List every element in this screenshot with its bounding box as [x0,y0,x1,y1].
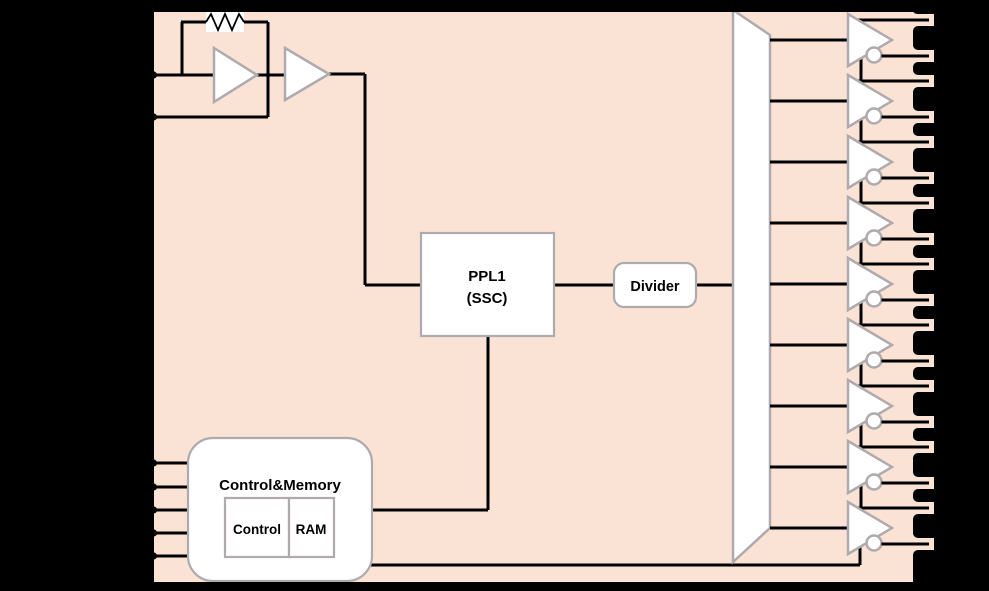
control-memory-title: Control&Memory [219,477,341,494]
output-buffer-7 [770,377,929,448]
edge-pad [913,550,939,586]
inversion-bubble-icon [865,46,883,64]
edge-pad [913,148,939,172]
control-label: Control [233,522,281,537]
pll-label-line2: (SSC) [467,290,508,307]
output-buffer-6 [770,316,929,387]
inversion-bubble-icon [865,107,883,125]
chip-border [150,8,934,586]
edge-pad [913,392,939,416]
ram-subblock [287,496,336,559]
inversion-bubble-icon [865,412,883,430]
inversion-bubble-icon [865,290,883,308]
output-buffer-4 [770,194,929,265]
output-buffer-8 [770,438,929,509]
edge-pad [913,62,939,75]
output-buffer-2 [770,72,929,143]
edge-pad [913,123,939,136]
edge-pad [913,489,939,502]
wire-layer [150,20,862,567]
inversion-bubble-icon [865,534,883,552]
edge-pad [913,270,939,294]
output-buffer-9 [770,499,929,557]
oscillator-amp-icon [212,45,260,105]
input-buffer-amp-icon [283,45,332,103]
edge-pad [913,367,939,380]
edge-pad [913,331,939,355]
output-buffer-3 [770,133,929,204]
edge-pad [913,184,939,197]
resistor-box [206,12,244,32]
control-subblock [223,496,291,559]
divider-label: Divider [630,279,680,295]
divider-block [612,261,698,309]
inversion-bubble-icon [865,168,883,186]
inversion-bubble-icon [865,351,883,369]
edge-pad [913,209,939,233]
resistor-icon [205,11,245,33]
edge-pad [913,514,939,538]
pll-label-line1: PPL1 [468,268,506,285]
inversion-bubble-icon [865,229,883,247]
output-buffer-5 [770,255,929,326]
edge-pad [913,245,939,258]
edge-pad [913,428,939,441]
output-buffer-1 [770,11,929,82]
pll-block [419,231,556,338]
edge-pad [913,87,939,111]
edge-pad [913,453,939,477]
inversion-bubble-icon [865,473,883,491]
ram-label: RAM [296,522,327,537]
fanout-mux-trapezoid [731,7,772,565]
edge-pad [913,26,939,50]
output-buffer-bank [770,11,929,557]
edge-pad [913,306,939,319]
